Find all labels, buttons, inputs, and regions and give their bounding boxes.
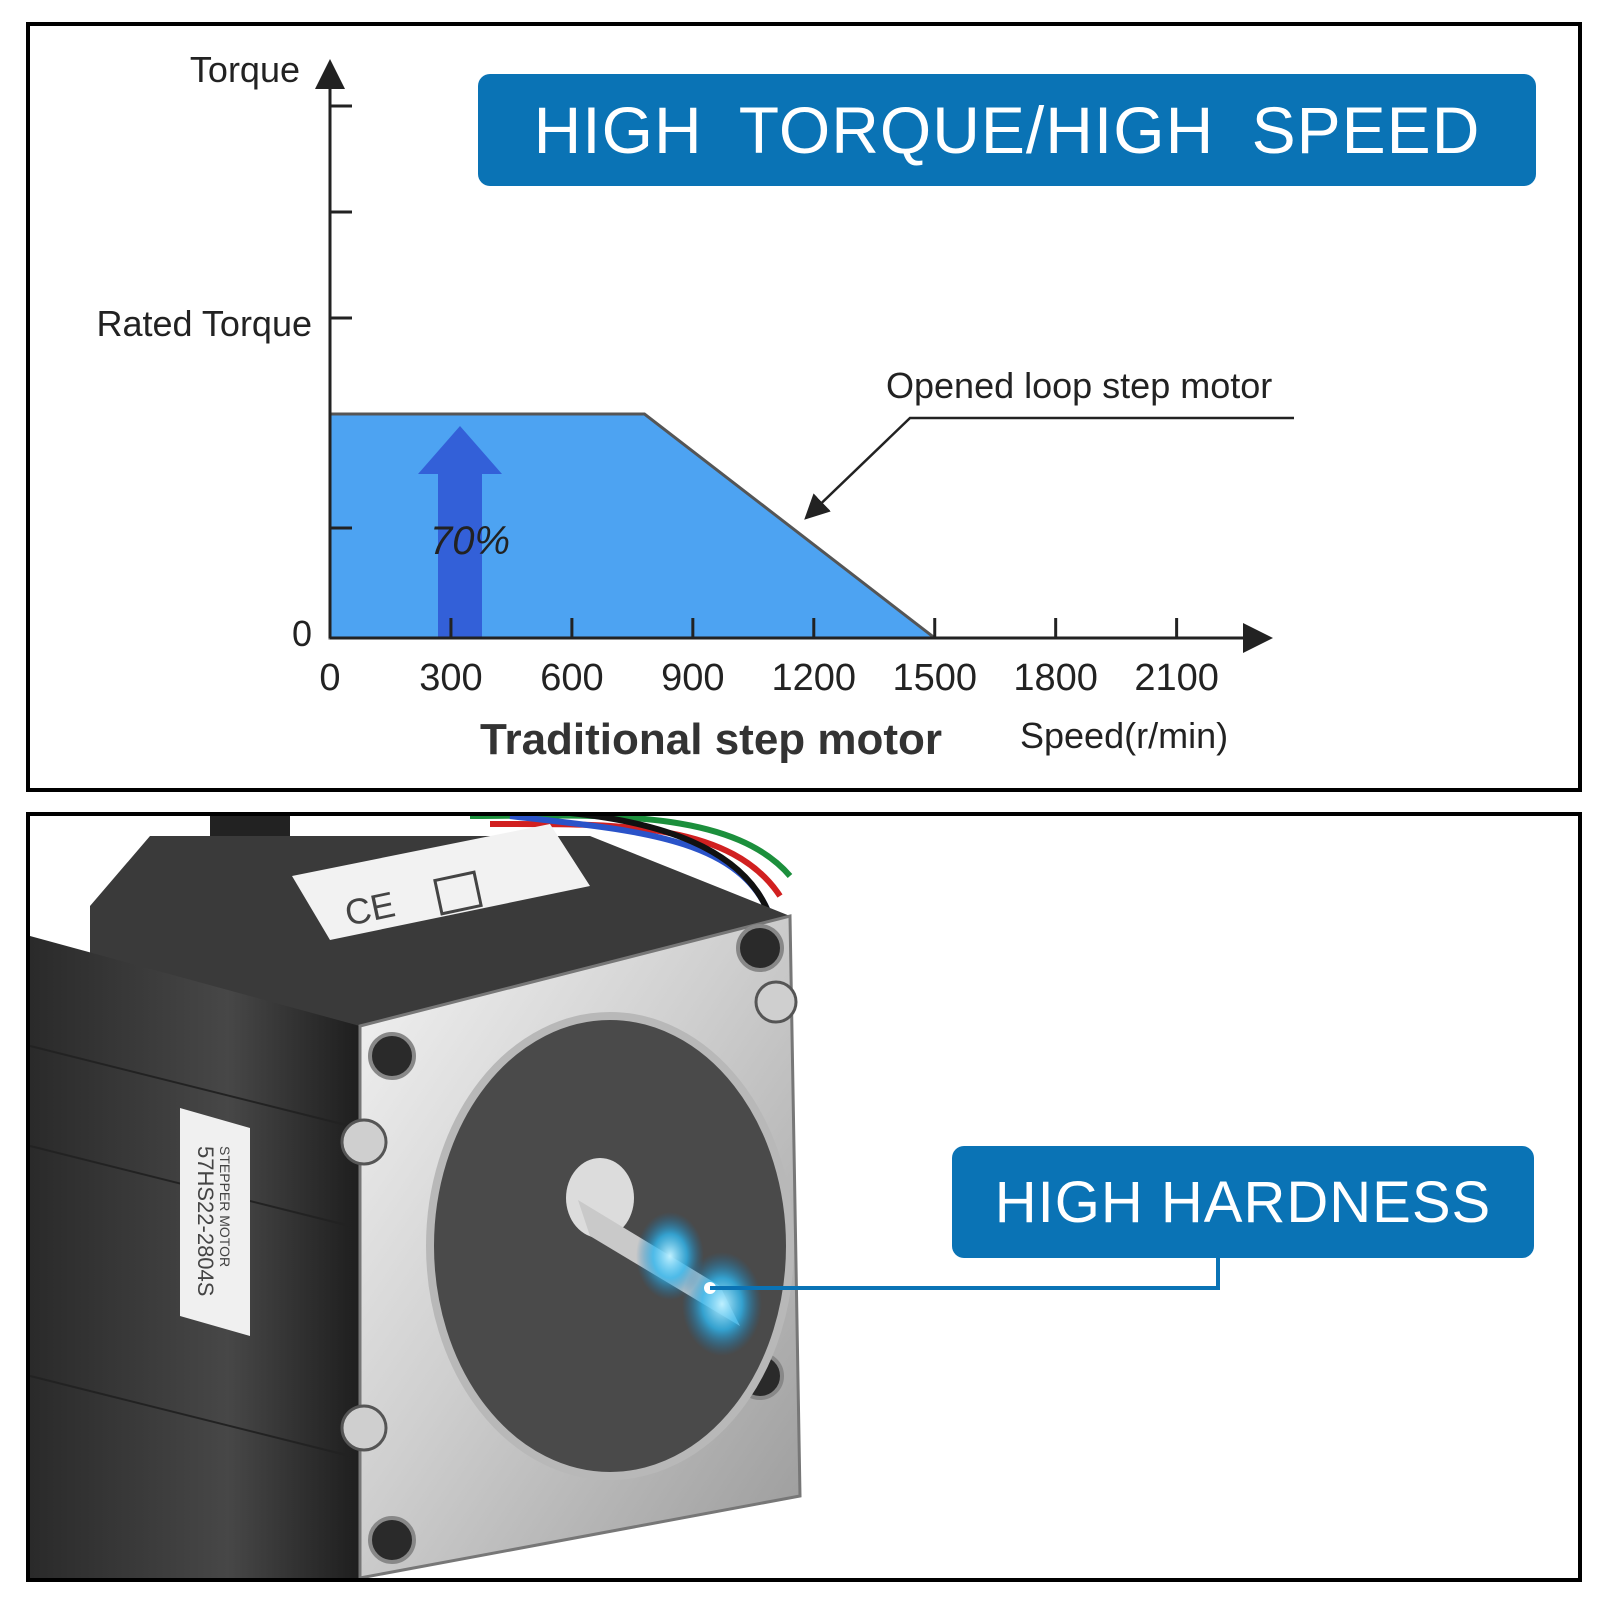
mounting-holes (368, 924, 784, 1564)
traditional-motor-area (328, 412, 940, 640)
x-tick-label: 300 (419, 657, 482, 699)
label-line2: 57HS22-2804S (193, 1146, 218, 1296)
series-label: Opened loop step motor (886, 365, 1272, 406)
y-tick-zero: 0 (292, 613, 312, 654)
label-line1: STEPPER MOTOR (217, 1146, 233, 1267)
high-torque-banner: HIGH TORQUE/HIGH SPEED (478, 74, 1536, 186)
torque-speed-chart: 70% 0 300 600 900 1200 1500 1800 2100 Torque Ra… (97, 49, 1294, 764)
svg-text:CE: CE (341, 883, 398, 934)
series-leader-line (804, 416, 1294, 520)
y-ticks (330, 104, 352, 530)
motor-wires (470, 816, 793, 937)
stepper-motor-illustration: CE STEPPER MOTOR 57HS22-2804S (30, 816, 1220, 1578)
x-tick-label: 900 (661, 657, 724, 699)
x-tick-label: 2100 (1134, 657, 1219, 699)
x-axis-label: Speed(r/min) (1020, 715, 1228, 756)
high-hardness-banner: HIGH HARDNESS (952, 1146, 1534, 1258)
ce-label: CE (292, 824, 590, 940)
motor-panel: CE STEPPER MOTOR 57HS22-2804S (26, 812, 1582, 1582)
motor-body-top (90, 836, 790, 1026)
improvement-arrow (418, 426, 502, 638)
x-tick-label: 1500 (892, 657, 977, 699)
percent-annotation: 70% (430, 519, 510, 563)
x-tick-label: 1800 (1013, 657, 1098, 699)
waste-bin-icon (433, 870, 483, 916)
x-tick-labels: 0 300 600 900 1200 1500 1800 2100 (319, 657, 1218, 699)
screws (340, 980, 798, 1452)
fill-label: Traditional step motor (480, 715, 942, 764)
connector (210, 816, 290, 836)
motor-shaft (566, 1158, 762, 1356)
y-tick-rated: Rated Torque (97, 303, 313, 344)
x-tick-label: 600 (540, 657, 603, 699)
x-tick-label: 1200 (772, 657, 857, 699)
y-axis-label: Torque (190, 49, 300, 90)
model-label: STEPPER MOTOR 57HS22-2804S (180, 1108, 250, 1336)
x-ticks (449, 618, 1179, 638)
chart-panel: 70% 0 300 600 900 1200 1500 1800 2100 Torque Ra… (26, 22, 1582, 792)
x-tick-label: 0 (319, 657, 340, 699)
